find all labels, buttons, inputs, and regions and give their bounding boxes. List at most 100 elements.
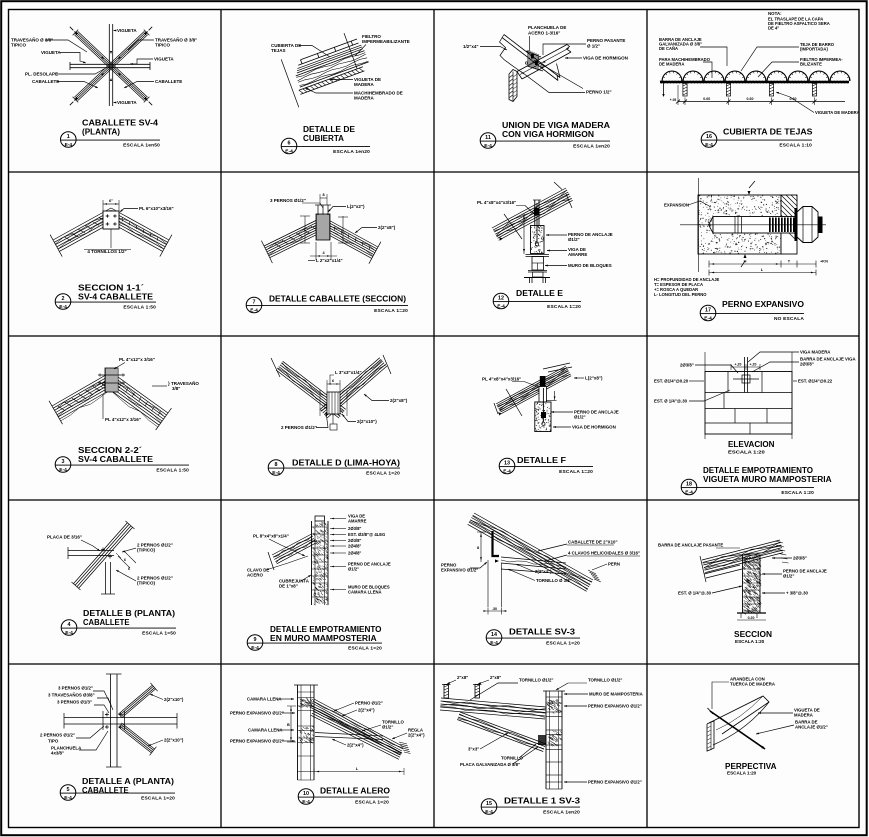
svg-text:17: 17 (705, 308, 711, 314)
svg-text:B: B (287, 723, 290, 727)
svg-text:E-4: E-4 (251, 645, 259, 651)
svg-text:IMPERMEABILIZANTE: IMPERMEABILIZANTE (362, 39, 410, 44)
svg-text:DETALLE B (PLANTA): DETALLE B (PLANTA) (83, 608, 175, 618)
svg-text:18: 18 (686, 482, 692, 488)
svg-text:PERNO DE ANCLAJE: PERNO DE ANCLAJE (783, 569, 827, 574)
svg-text:EST. Ø1/4"@0.22: EST. Ø1/4"@0.22 (798, 379, 833, 384)
svg-text:E-4: E-4 (250, 308, 258, 314)
svg-text:Ø1/2": Ø1/2" (574, 415, 586, 420)
svg-text:PL 6"x10"x3/16": PL 6"x10"x3/16" (139, 206, 174, 211)
svg-text:BARRA DE: BARRA DE (795, 720, 818, 725)
svg-text:FIELTRO: FIELTRO (362, 34, 381, 39)
svg-text:NO ESCALA: NO ESCALA (774, 316, 804, 322)
svg-text:11: 11 (485, 135, 491, 141)
svg-text:PL 4"x8"x4"x3/16": PL 4"x8"x4"x3/16" (477, 200, 516, 205)
svg-text:REGLA: REGLA (408, 728, 423, 733)
svg-text:EXPANSION: EXPANSION (664, 203, 689, 208)
svg-text:DE 1"x8": DE 1"x8" (279, 584, 298, 589)
svg-text:2Ø4/8": 2Ø4/8" (348, 551, 361, 556)
svg-text:8: 8 (322, 193, 324, 197)
svg-text:L 3"x3"x1/4": L 3"x3"x1/4" (335, 370, 362, 375)
svg-text:13: 13 (504, 461, 510, 467)
svg-text:PERNO EXPANSIVO Ø1/2": PERNO EXPANSIVO Ø1/2" (230, 739, 284, 744)
svg-text:E-4: E-4 (490, 640, 498, 646)
svg-text:0.20: 0.20 (748, 616, 755, 620)
svg-text:ESCALA 1en50: ESCALA 1en50 (123, 143, 160, 149)
svg-text:CUBIERTA DE: CUBIERTA DE (271, 43, 301, 48)
svg-text:L: L (761, 267, 764, 272)
svg-text:(TIPICO): (TIPICO) (137, 548, 155, 553)
svg-text:E-4: E-4 (503, 469, 511, 475)
svg-text:(TIPICO): (TIPICO) (137, 581, 155, 586)
svg-text:PERNO EXPANSIVO Ø1/2": PERNO EXPANSIVO Ø1/2" (588, 704, 642, 709)
svg-text:2(2"x10"): 2(2"x10") (164, 738, 184, 743)
svg-text:ESCALA 1en20: ESCALA 1en20 (573, 144, 610, 150)
svg-text:2(2"x8"): 2(2"x8") (390, 398, 408, 403)
svg-text:2Ø3/8": 2Ø3/8" (680, 363, 694, 368)
svg-text:VIGA DE HORMIGON: VIGA DE HORMIGON (572, 425, 616, 430)
svg-text:MADERA: MADERA (794, 713, 813, 718)
svg-text:PERNO DE ANCLAJE: PERNO DE ANCLAJE (574, 410, 619, 415)
svg-text:EN MURO MAMPOSTERIA: EN MURO MAMPOSTERIA (270, 633, 377, 643)
svg-text:PERNO: PERNO (441, 563, 457, 568)
svg-text:2 PERNOS Ø1/2": 2 PERNOS Ø1/2" (40, 733, 75, 738)
svg-text:DETALLE DE: DETALLE DE (303, 124, 355, 134)
svg-text:Ø1/2": Ø1/2" (382, 725, 393, 730)
svg-text:E-4: E-4 (497, 304, 505, 310)
svg-text:MADERA: MADERA (354, 96, 374, 101)
svg-text:VIGA DE: VIGA DE (568, 247, 586, 252)
svg-text:VIGUETA DE: VIGUETA DE (354, 77, 381, 82)
svg-text:4 TORNILLOS 1/2": 4 TORNILLOS 1/2" (87, 249, 126, 254)
svg-text:DE MADERA: DE MADERA (659, 62, 684, 67)
svg-text:10: 10 (303, 791, 309, 797)
svg-text:DETALLE E: DETALLE E (516, 288, 563, 298)
svg-text:TIPICO: TIPICO (11, 43, 27, 48)
svg-text:5: 5 (67, 787, 70, 793)
svg-text:VIGUETA DE: VIGUETA DE (794, 708, 820, 713)
svg-text:ESCALA 1:20: ESCALA 1:20 (727, 770, 757, 775)
svg-text:ESCALA 1=50: ESCALA 1=50 (142, 631, 176, 637)
svg-text:ESCALA 1en20: ESCALA 1en20 (333, 149, 370, 155)
svg-text:2 PERNOS Ø1/2": 2 PERNOS Ø1/2" (281, 425, 317, 430)
svg-text:E-4: E-4 (685, 490, 693, 496)
svg-text:MADERA: MADERA (354, 82, 374, 87)
svg-text:BARRA DE ANCLAJE PASANTE: BARRA DE ANCLAJE PASANTE (658, 543, 723, 548)
svg-text:UNION DE VIGA MADERA: UNION DE VIGA MADERA (502, 120, 610, 130)
svg-text:BILIZANTE: BILIZANTE (800, 62, 822, 67)
svg-text:ESCALA 1en20: ESCALA 1en20 (543, 810, 580, 816)
svg-text:2: 2 (62, 296, 65, 302)
svg-text:TORNILLO: TORNILLO (382, 720, 405, 725)
svg-text:8: 8 (477, 545, 480, 550)
svg-text:PERNO DE ANCLAJE: PERNO DE ANCLAJE (568, 232, 613, 237)
svg-text:2Ø3/8": 2Ø3/8" (793, 556, 807, 561)
svg-text:TUERCA DE MADERA: TUERCA DE MADERA (730, 682, 775, 687)
svg-text:3/8": 3/8" (172, 386, 180, 391)
svg-text:.30: .30 (492, 607, 497, 611)
svg-text:PLACA DE 3/16": PLACA DE 3/16" (47, 535, 82, 540)
svg-text:CON VIGA HORMIGON: CON VIGA HORMIGON (502, 129, 594, 139)
svg-text:CABALLETE DE 2"X10": CABALLETE DE 2"X10" (568, 540, 618, 545)
svg-text:DE 4": DE 4" (768, 26, 779, 31)
svg-text:1/2"x4": 1/2"x4" (463, 44, 479, 49)
svg-text:2"x8": 2"x8" (457, 675, 468, 680)
svg-text:SECCION 2-2´: SECCION 2-2´ (78, 445, 142, 455)
svg-text:3: 3 (62, 459, 65, 465)
svg-text:ANCLAJE Ø1/2": ANCLAJE Ø1/2" (795, 725, 828, 730)
svg-text:T: T (788, 259, 791, 264)
svg-text:ESCALA 1:20: ESCALA 1:20 (781, 490, 814, 496)
svg-text:2(2"x10"): 2(2"x10") (164, 697, 184, 702)
svg-text:E-4: E-4 (65, 630, 73, 636)
svg-text:DETALLE EMPOTRAMIENTO: DETALLE EMPOTRAMIENTO (270, 624, 382, 634)
svg-text:TRAVESAÑO Ø 3/8": TRAVESAÑO Ø 3/8" (11, 37, 53, 43)
svg-text:4x3/8": 4x3/8" (51, 751, 64, 756)
svg-text:PLACA GALVANIZADA Ø 3/8": PLACA GALVANIZADA Ø 3/8" (460, 762, 520, 767)
svg-text:+P.N: +P.N (820, 260, 828, 264)
svg-text:PERNO PASANTE: PERNO PASANTE (587, 38, 625, 43)
svg-text:ESCALA 1:10: ESCALA 1:10 (779, 143, 812, 149)
svg-text:+ 3/8"@.30: + 3/8"@.30 (786, 591, 808, 596)
svg-text:12: 12 (498, 296, 504, 302)
svg-text:9: 9 (254, 637, 257, 643)
svg-text:ESCALA 1:50: ESCALA 1:50 (123, 305, 156, 311)
svg-text:DETALLE ALERO: DETALLE ALERO (320, 786, 390, 796)
svg-text:EST. Ø 1/4"@.30: EST. Ø 1/4"@.30 (654, 399, 688, 404)
